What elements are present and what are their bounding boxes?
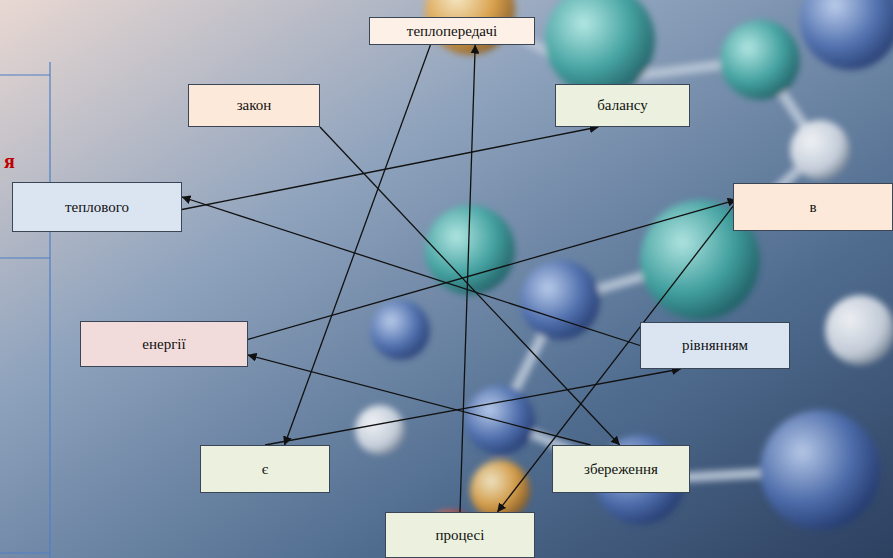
box-word: балансу: [589, 97, 656, 114]
word-box: є: [200, 445, 330, 493]
word-box: енергії: [80, 321, 248, 367]
arrow-connector: [182, 197, 640, 346]
word-box: балансу: [555, 84, 690, 127]
box-word: закон: [229, 97, 280, 114]
box-word: теплопередачі: [399, 23, 505, 40]
box-word: є: [254, 461, 276, 478]
arrow-connector: [265, 369, 681, 445]
box-word: збереження: [576, 461, 666, 478]
box-word: в: [801, 199, 824, 216]
side-panel-frame: [0, 62, 50, 558]
word-box: збереження: [552, 445, 690, 493]
box-word: рівнянням: [674, 337, 756, 354]
box-word: теплового: [57, 199, 137, 216]
arrow-connector: [320, 127, 620, 445]
word-box: рівнянням: [640, 322, 790, 369]
word-box: теплового: [12, 182, 182, 232]
word-box: теплопередачі: [369, 17, 535, 45]
word-box: закон: [188, 84, 320, 127]
arrow-connector: [460, 45, 475, 512]
word-box: процесі: [385, 512, 535, 558]
arrow-connector: [182, 127, 598, 210]
cut-off-heading: я: [4, 150, 15, 173]
box-word: енергії: [134, 336, 193, 353]
arrow-connector: [248, 200, 736, 340]
word-box: в: [733, 183, 893, 231]
arrow-connector: [248, 355, 591, 445]
box-word: процесі: [428, 527, 493, 544]
